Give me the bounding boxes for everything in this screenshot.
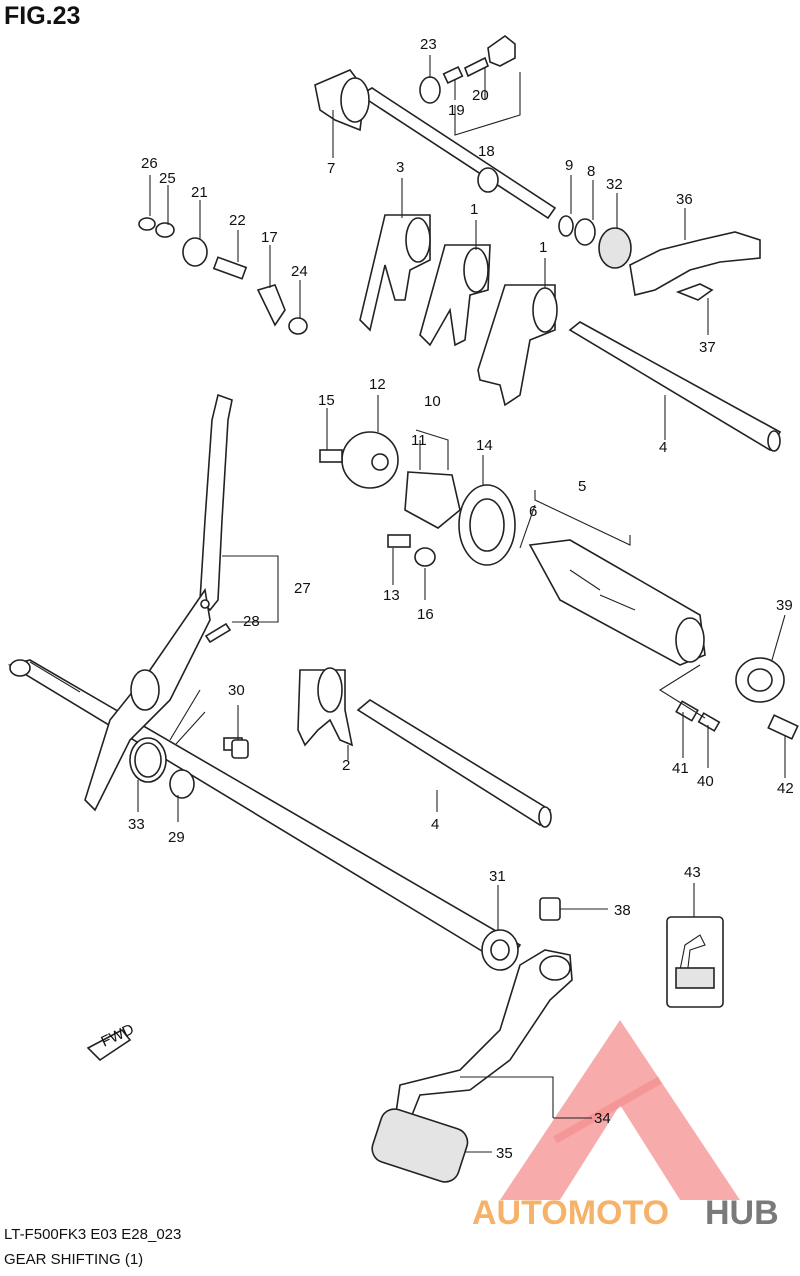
oil-seal [481, 929, 519, 971]
fork-shaft-lower [356, 699, 552, 828]
return-spring [129, 689, 206, 799]
callout-1: 1 [470, 201, 478, 218]
callout-19: 19 [448, 102, 465, 119]
callout-35: 35 [496, 1145, 513, 1162]
cam-stopper-parts-left [138, 217, 308, 335]
callout-21: 21 [191, 184, 208, 201]
callout-12: 12 [369, 376, 386, 393]
callout-30: 30 [228, 682, 245, 699]
callout-31: 31 [489, 868, 506, 885]
gearshift-arm [84, 393, 233, 812]
callout-27: 27 [294, 580, 311, 597]
shaft-bearing-group [558, 215, 761, 301]
callout-15: 15 [318, 392, 335, 409]
caution-label [666, 916, 724, 1008]
callout-28: 28 [243, 613, 260, 630]
callout-13: 13 [383, 587, 400, 604]
callout-42: 42 [777, 780, 794, 797]
callout-38: 38 [614, 902, 631, 919]
gearshift-cam [528, 539, 706, 666]
callout-8: 8 [587, 163, 595, 180]
callout-41: 41 [672, 760, 689, 777]
shift-fork-2 [297, 667, 354, 747]
watermark-logo [500, 1020, 740, 1200]
callout-32: 32 [606, 176, 623, 193]
callout-26: 26 [141, 155, 158, 172]
callout-22: 22 [229, 212, 246, 229]
figure-title: FIG.23 [4, 2, 81, 30]
callout-23: 23 [420, 36, 437, 53]
watermark-text-part2: HUB [705, 1194, 779, 1232]
gear-shift-cam-drive [319, 431, 516, 567]
callout-20: 20 [472, 87, 489, 104]
callout-7: 7 [327, 160, 335, 177]
section-name: GEAR SHIFTING (1) [4, 1251, 144, 1268]
callout-43: 43 [684, 864, 701, 881]
shift-fork-1b [477, 284, 558, 407]
pin-spring-28 [204, 622, 232, 644]
callout-numbers: 1 1 2 3 4 4 5 6 7 8 9 10 11 12 13 14 15 … [128, 36, 794, 1162]
shift-fork-3 [359, 214, 431, 332]
callout-18: 18 [478, 143, 495, 160]
callout-17: 17 [261, 229, 278, 246]
leader-lines [137, 55, 786, 1153]
callout-25: 25 [159, 170, 176, 187]
gearshift-lever-bolt [539, 897, 561, 921]
callout-36: 36 [676, 191, 693, 208]
callout-29: 29 [168, 829, 185, 846]
callout-5: 5 [578, 478, 586, 495]
callout-9: 9 [565, 157, 573, 174]
callout-37: 37 [699, 339, 716, 356]
callout-16: 16 [417, 606, 434, 623]
shift-cam-shaft [314, 69, 557, 220]
watermark-text-part1: AUTOMOTO [472, 1194, 669, 1232]
callout-10: 10 [424, 393, 441, 410]
callout-3: 3 [396, 159, 404, 176]
callout-2: 2 [342, 757, 350, 774]
fork-shaft-upper [568, 321, 782, 452]
shift-fork-1a [419, 244, 491, 347]
callout-34: 34 [594, 1110, 611, 1127]
neutral-switch-group [675, 657, 799, 740]
callout-11: 11 [411, 432, 427, 449]
model-code: LT-F500FK3 E03 E28_023 [4, 1226, 182, 1243]
stopper-bolt [223, 737, 249, 759]
callout-24: 24 [291, 263, 308, 280]
gearshift-lever [371, 949, 573, 1183]
watermark-text: AUTOMOTO HUB [472, 1194, 779, 1232]
callout-4: 4 [431, 816, 439, 833]
callout-1: 1 [539, 239, 547, 256]
callout-33: 33 [128, 816, 145, 833]
gearshift-shaft [7, 659, 522, 967]
callout-4: 4 [659, 439, 667, 456]
forward-direction-arrow: FWD [86, 1021, 137, 1062]
callout-39: 39 [776, 597, 793, 614]
callout-40: 40 [697, 773, 714, 790]
callout-14: 14 [476, 437, 493, 454]
callout-6: 6 [529, 503, 537, 520]
cam-stopper-set [419, 34, 516, 104]
